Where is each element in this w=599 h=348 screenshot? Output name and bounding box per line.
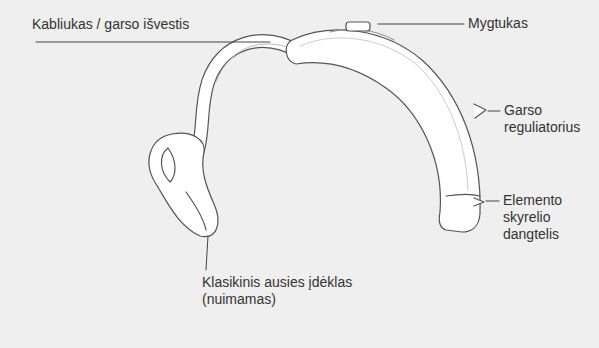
leader-line <box>36 42 270 43</box>
hook-outline <box>198 41 300 150</box>
hook-fill <box>198 41 300 150</box>
battery-door-tab <box>474 198 484 206</box>
part-label: Mygtukas <box>468 15 588 32</box>
part-label: Klasikinis ausies įdėklas (nuimamas) <box>202 274 372 308</box>
volume-wheel <box>474 104 486 118</box>
earmold <box>149 133 218 236</box>
leader-line <box>206 236 208 270</box>
hook-highlight <box>216 44 296 82</box>
battery-door-line <box>446 195 480 197</box>
earmold-canal <box>161 148 175 182</box>
part-label: Garso reguliatorius <box>504 102 596 136</box>
leader-line <box>488 111 500 112</box>
leader-line <box>378 24 464 25</box>
device-body <box>286 30 480 232</box>
body-highlight <box>300 38 468 190</box>
button <box>346 22 370 31</box>
part-label: Kabliukas / garso išvestis <box>32 16 292 33</box>
part-label: Elemento skyrelio dangtelis <box>503 192 595 243</box>
leader-line <box>486 201 499 202</box>
earmold-edge <box>186 192 206 230</box>
